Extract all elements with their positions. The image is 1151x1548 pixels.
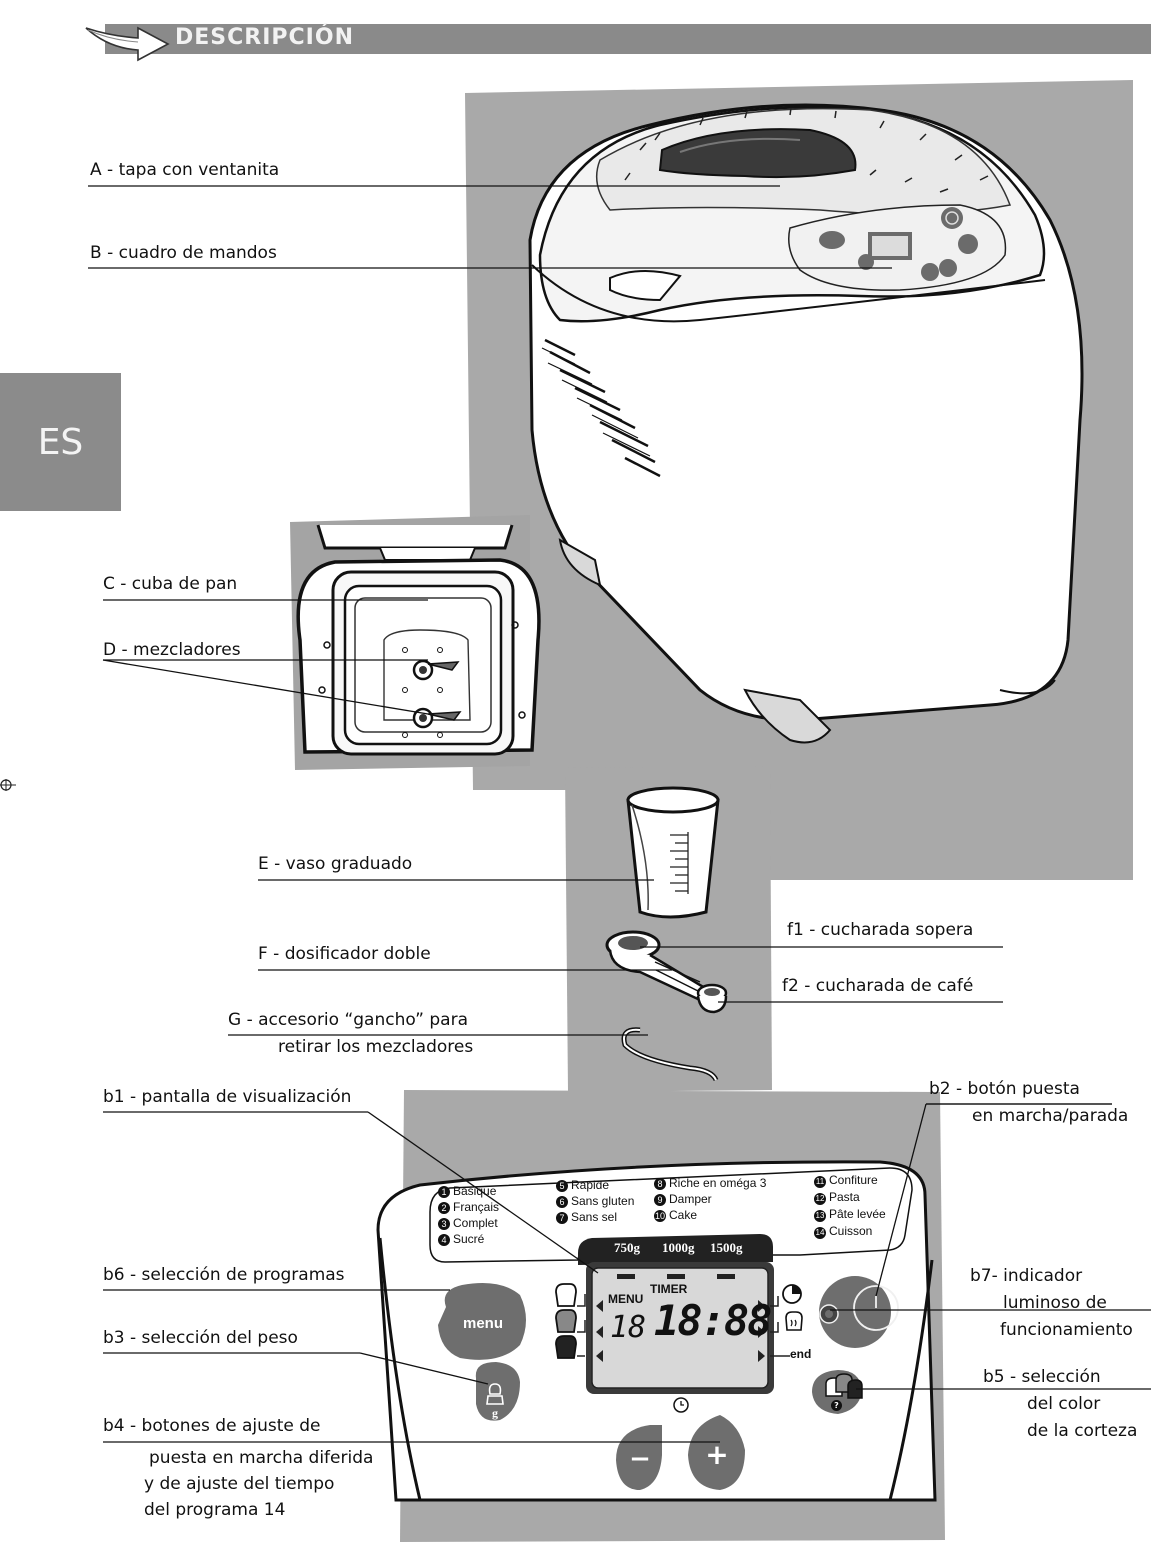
page-title: DESCRIPCIÓN <box>175 25 354 50</box>
label-double-measure: F - dosificador doble <box>258 944 431 964</box>
label-delay-line1: b4 - botones de ajuste de <box>103 1416 321 1436</box>
header-bar <box>105 24 1151 54</box>
label-power-line1: b2 - botón puesta <box>929 1079 1080 1099</box>
label-crust-line2: del color <box>1027 1394 1101 1414</box>
label-tablespoon: f1 - cucharada sopera <box>787 920 974 940</box>
weight-1000: 1000g <box>662 1240 695 1255</box>
label-indicator-line3: funcionamiento <box>1000 1320 1133 1340</box>
label-indicator-line2: luminoso de <box>1003 1293 1107 1313</box>
lcd-time-digits: 18:88 <box>654 1296 772 1345</box>
language-tab-label: ES <box>37 421 84 463</box>
crust-level-icons <box>555 1283 577 1359</box>
menu-button[interactable]: menu <box>462 1314 503 1332</box>
label-measuring-cup: E - vaso graduado <box>258 854 413 874</box>
arrow-icon <box>85 26 170 62</box>
label-mixers: D - mezcladores <box>103 640 241 660</box>
label-indicator-line1: b7- indicador <box>970 1266 1083 1286</box>
crust-help-label: ? <box>831 1400 842 1411</box>
weight-button-label: g <box>492 1406 498 1420</box>
label-control-panel: B - cuadro de mandos <box>90 243 277 263</box>
label-hook-line1: G - accesorio “gancho” para <box>228 1010 468 1030</box>
label-delay-line2: puesta en marcha diferida <box>149 1448 374 1468</box>
label-crust-line3: de la corteza <box>1027 1421 1138 1441</box>
label-hook-line2: retirar los mezcladores <box>278 1037 474 1057</box>
label-delay-line4: del programa 14 <box>144 1500 286 1520</box>
language-tab <box>0 373 121 511</box>
minus-button[interactable]: − <box>629 1444 651 1474</box>
label-lid: A - tapa con ventanita <box>90 160 280 180</box>
label-weight-select: b3 - selección del peso <box>103 1328 298 1348</box>
label-bread-pan: C - cuba de pan <box>103 574 238 594</box>
label-display: b1 - pantalla de visualización <box>103 1087 352 1107</box>
label-program-select: b6 - selección de programas <box>103 1265 345 1285</box>
label-crust-line1: b5 - selección <box>983 1367 1101 1387</box>
weight-1500: 1500g <box>710 1240 743 1255</box>
label-power-line2: en marcha/parada <box>972 1106 1129 1126</box>
label-teaspoon: f2 - cucharada de café <box>782 976 974 996</box>
lcd-end-label: end <box>790 1347 812 1361</box>
lcd-program-digits: 18 <box>610 1310 647 1345</box>
plus-button[interactable]: + <box>705 1437 729 1471</box>
lcd-timer-label: TIMER <box>650 1282 688 1296</box>
lcd-menu-label: MENU <box>608 1292 644 1306</box>
weight-750: 750g <box>614 1240 640 1255</box>
label-delay-line3: y de ajuste del tiempo <box>144 1474 335 1494</box>
